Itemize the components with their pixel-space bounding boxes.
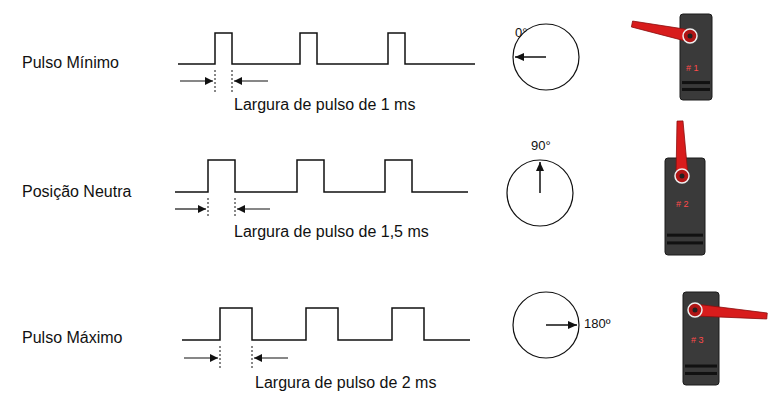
- dimension-line: [252, 346, 253, 368]
- dial-circle: [513, 24, 579, 90]
- servo-arm: [676, 121, 688, 176]
- dimension-arrow: [184, 357, 218, 358]
- pwm-signal: [175, 160, 468, 192]
- dimension-line: [220, 346, 221, 368]
- servo-ridge: [667, 241, 703, 244]
- dimension-arrow: [237, 208, 270, 209]
- servo-ridge: [682, 88, 710, 91]
- angle-dial: 90°: [505, 158, 575, 228]
- angle-label: 0°: [515, 26, 527, 40]
- servo-ridge: [685, 372, 717, 375]
- dimension-line: [235, 198, 236, 218]
- pulse-width-label: Largura de pulso de 1 ms: [234, 96, 415, 114]
- pulse-width-label: Largura de pulso de 2 ms: [255, 374, 436, 392]
- servo-arm: [695, 304, 768, 319]
- row-title: Pulso Mínimo: [22, 54, 119, 72]
- servo-number: # 3: [691, 336, 704, 346]
- servo-motor: # 3: [681, 292, 771, 385]
- servo-ridge: [682, 81, 710, 84]
- row-title: Posição Neutra: [22, 183, 131, 201]
- angle-dial: 180º: [511, 290, 581, 360]
- arrow-head: [515, 53, 524, 61]
- arrow-head: [568, 321, 577, 329]
- servo-horn: [688, 303, 702, 317]
- servo-number: # 1: [686, 64, 699, 74]
- horn-screw: [680, 174, 685, 179]
- servo-body: [680, 14, 712, 100]
- angle-label: 180º: [584, 317, 610, 331]
- dimension-line: [232, 70, 233, 92]
- servo-drawing: [660, 118, 710, 255]
- servo-body: [665, 158, 705, 255]
- horn-screw: [688, 34, 693, 39]
- angle-dial: 0°: [511, 22, 581, 92]
- dimension-arrow: [234, 80, 268, 81]
- arrow-head: [536, 162, 544, 171]
- dial-circle: [507, 160, 573, 226]
- pwm-signal: [178, 33, 475, 64]
- pwm-signal: [182, 308, 470, 340]
- servo-motor: # 2: [660, 118, 710, 255]
- servo-drawing: [628, 14, 740, 110]
- dimension-line: [215, 70, 216, 92]
- angle-label: 90°: [531, 139, 551, 153]
- dial-outline: [511, 290, 581, 360]
- dimension-arrow: [175, 208, 206, 209]
- servo-number: # 2: [676, 200, 689, 210]
- servo-horn: [683, 29, 697, 43]
- servo-ridge: [685, 365, 717, 368]
- servo-ridge: [667, 234, 703, 237]
- servo-horn: [675, 169, 689, 183]
- dial-circle: [513, 292, 579, 358]
- horn-screw: [693, 308, 698, 313]
- pulse-width-label: Largura de pulso de 1,5 ms: [234, 223, 429, 241]
- dimension-line: [208, 198, 209, 218]
- dial-outline: [505, 158, 575, 228]
- servo-motor: # 1: [628, 14, 740, 110]
- servo-arm: [631, 21, 691, 42]
- row-title: Pulso Máximo: [22, 329, 122, 347]
- dimension-arrow: [254, 357, 288, 358]
- dimension-arrow: [180, 80, 213, 81]
